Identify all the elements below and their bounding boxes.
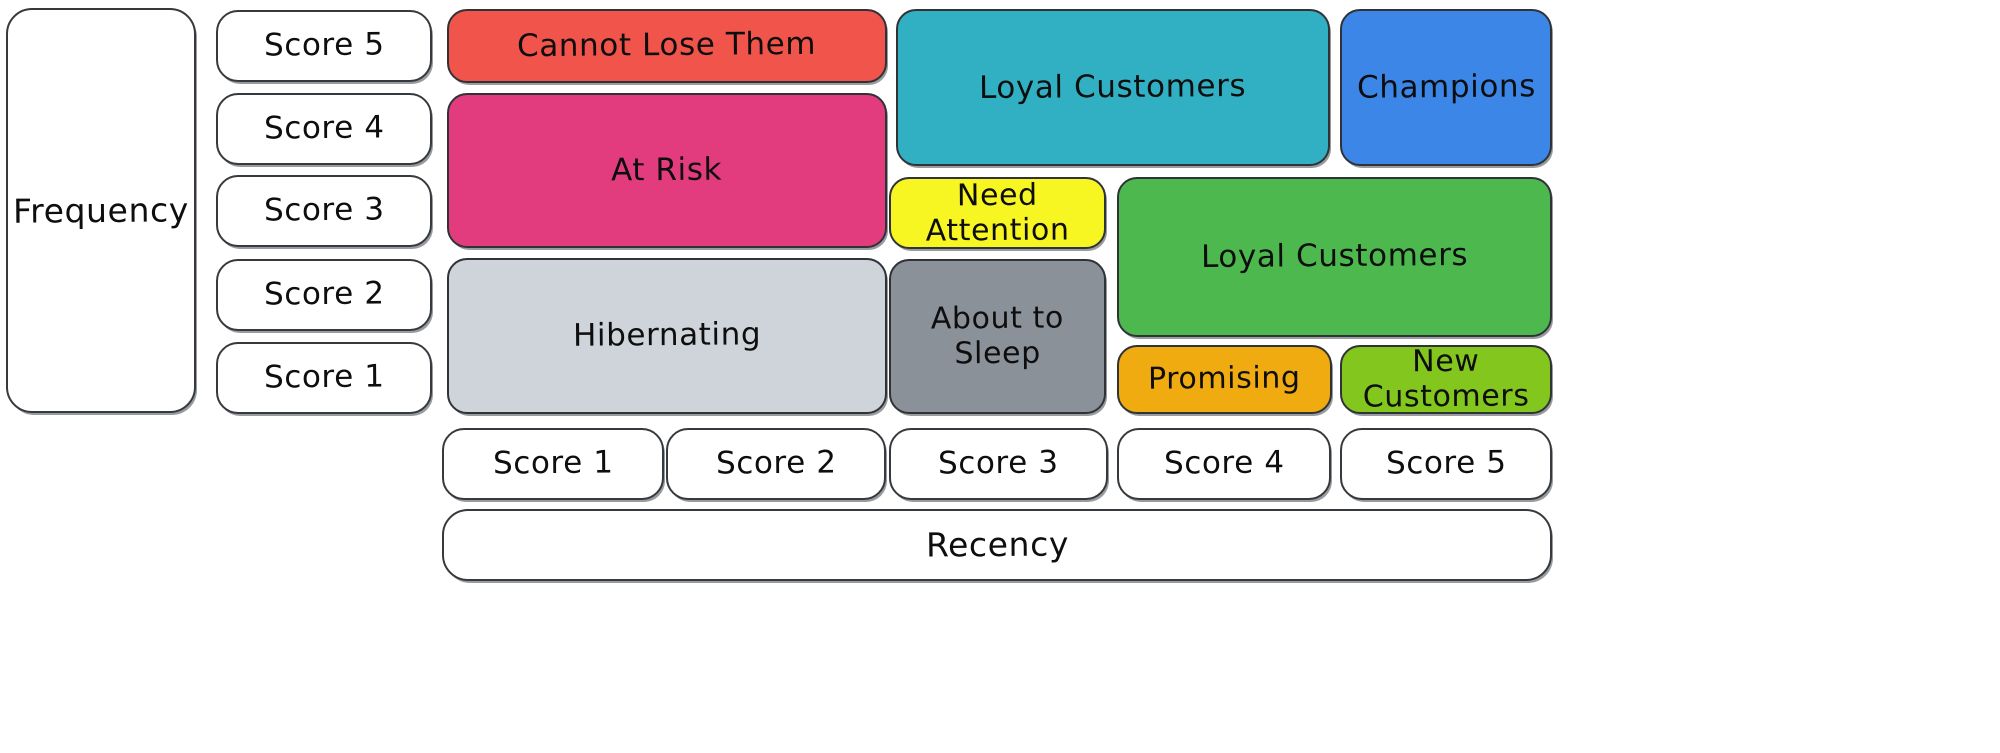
segment-loyal-customers-green[interactable]: Loyal Customers (1117, 177, 1552, 337)
recency-score-3[interactable]: Score 3 (889, 428, 1108, 500)
frequency-score-5-label: Score 5 (263, 26, 385, 64)
segment-about-to-sleep[interactable]: About to Sleep (889, 259, 1106, 414)
segment-champions[interactable]: Champions (1340, 9, 1552, 166)
segment-at-risk[interactable]: At Risk (447, 93, 887, 248)
frequency-score-3[interactable]: Score 3 (216, 175, 432, 247)
recency-score-1-label: Score 1 (492, 444, 614, 482)
frequency-axis-text: Frequency (12, 189, 190, 231)
frequency-score-3-label: Score 3 (263, 191, 385, 229)
segment-promising[interactable]: Promising (1117, 345, 1332, 414)
segment-about-to-sleep-label: About to Sleep (930, 300, 1065, 371)
recency-score-3-label: Score 3 (938, 444, 1059, 482)
recency-axis-text: Recency (925, 524, 1069, 565)
segment-hibernating[interactable]: Hibernating (447, 258, 887, 414)
frequency-score-1[interactable]: Score 1 (216, 342, 432, 414)
segment-need-attention-label: Need Attention (925, 177, 1070, 248)
frequency-axis-label: Frequency (6, 8, 196, 413)
segment-need-attention[interactable]: Need Attention (889, 177, 1106, 249)
frequency-score-2[interactable]: Score 2 (216, 259, 432, 331)
segment-champions-label: Champions (1356, 67, 1536, 106)
segment-loyal-customers-teal[interactable]: Loyal Customers (896, 9, 1330, 166)
segment-promising-label: Promising (1148, 360, 1301, 397)
recency-score-1[interactable]: Score 1 (442, 428, 664, 500)
recency-score-4[interactable]: Score 4 (1117, 428, 1331, 500)
recency-score-2[interactable]: Score 2 (666, 428, 886, 500)
frequency-score-5[interactable]: Score 5 (216, 10, 432, 82)
segment-cannot-lose-them[interactable]: Cannot Lose Them (447, 9, 887, 83)
segment-new-customers[interactable]: New Customers (1340, 343, 1552, 415)
frequency-score-4-label: Score 4 (263, 109, 385, 147)
recency-axis-label: Recency (442, 509, 1552, 581)
frequency-score-1-label: Score 1 (263, 358, 385, 396)
segment-hibernating-label: Hibernating (572, 316, 762, 354)
segment-loyal-customers-green-label: Loyal Customers (1200, 237, 1469, 276)
frequency-score-4[interactable]: Score 4 (216, 93, 432, 165)
segment-cannot-lose-them-label: Cannot Lose Them (517, 25, 817, 65)
segment-at-risk-label: At Risk (611, 151, 723, 189)
segment-loyal-customers-teal-label: Loyal Customers (979, 67, 1247, 106)
recency-score-2-label: Score 2 (715, 444, 837, 482)
recency-score-5[interactable]: Score 5 (1340, 428, 1552, 500)
segment-new-customers-label: New Customers (1362, 343, 1530, 415)
recency-score-5-label: Score 5 (1385, 444, 1507, 482)
frequency-score-2-label: Score 2 (263, 275, 385, 313)
recency-score-4-label: Score 4 (1163, 444, 1285, 482)
